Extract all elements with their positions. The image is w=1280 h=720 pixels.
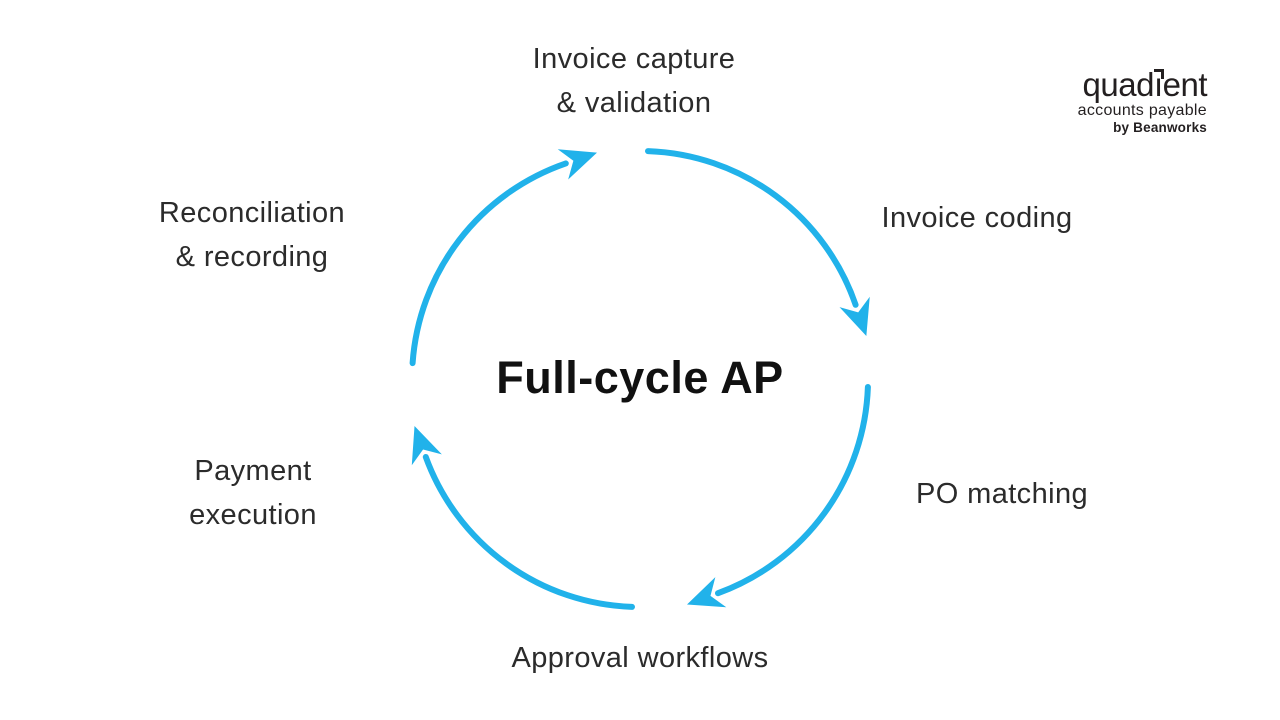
cycle-arc-left-to-top — [409, 149, 597, 367]
cycle-arc-bottom-to-left — [411, 425, 635, 610]
logo-subtitle: accounts payable — [1077, 102, 1207, 119]
logo-byline: by Beanworks — [1113, 120, 1207, 135]
quadient-i-mark-icon — [1153, 69, 1164, 79]
cycle-arc-top-to-right — [645, 148, 870, 336]
stage-label-po-matching: PO matching — [915, 478, 1089, 510]
cycle-title: Full-cycle AP — [496, 352, 784, 403]
logo-word-suffix: ent — [1162, 66, 1208, 103]
logo-i-glyph: ı — [1153, 66, 1164, 103]
cycle-arc-right-to-bottom — [686, 384, 871, 608]
stage-label-approval-workflows: Approval workflows — [511, 642, 769, 674]
logo-dotless-i: ı — [1153, 66, 1163, 103]
stage-label-invoice-capture-validation: Invoice capture & validation — [532, 43, 736, 119]
stage-label-reconciliation-recording: Reconciliation & recording — [158, 197, 346, 273]
stage-label-payment-execution: Payment execution — [189, 455, 317, 531]
stage-label-invoice-coding: Invoice coding — [881, 202, 1073, 234]
logo-word-prefix: quad — [1082, 66, 1155, 103]
